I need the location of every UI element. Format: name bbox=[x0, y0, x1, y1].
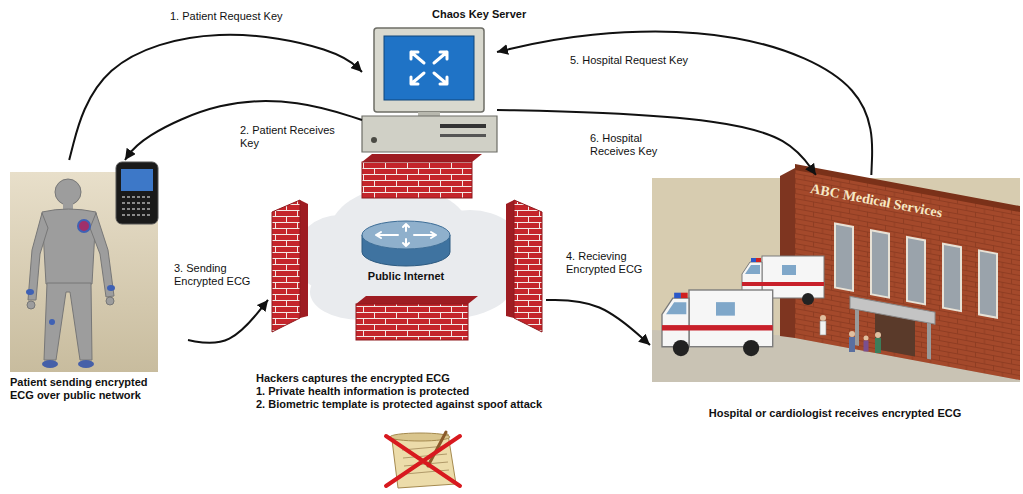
hospital-scene bbox=[652, 164, 1020, 382]
router-symbol bbox=[362, 221, 450, 266]
edge-label: 5. Hospital Request Key bbox=[568, 54, 690, 67]
node-label: Public Internet bbox=[268, 270, 544, 283]
server-node: Chaos Key Server bbox=[362, 28, 497, 152]
arrow-connector bbox=[546, 300, 650, 345]
hospital-node: ABC Medical ServicesHospital or cardiolo… bbox=[650, 175, 1022, 427]
arrow-connector bbox=[497, 110, 816, 175]
note-block: Hackers captures the encrypted ECG1. Pri… bbox=[256, 372, 546, 411]
edge-label: 6. Hospital Receives Key bbox=[588, 132, 674, 158]
arrow-connector bbox=[188, 300, 268, 343]
note-text: 1. Private health information is protect… bbox=[256, 385, 546, 398]
note-text: Hackers captures the encrypted ECG bbox=[256, 372, 546, 385]
note-text: 2. Biometric template is protected again… bbox=[256, 398, 546, 411]
people bbox=[820, 315, 881, 353]
edge-label: 4. Recieving Encrypted ECG bbox=[564, 250, 652, 276]
patient-figure bbox=[10, 162, 158, 372]
edge-label: 1. Patient Request Key bbox=[168, 10, 285, 23]
internet-node: Public Internet bbox=[268, 150, 546, 342]
sign-text: ABC Medical Services bbox=[809, 181, 943, 221]
arrow-connector bbox=[69, 35, 362, 160]
internet-cloud bbox=[295, 187, 525, 322]
arrow-connector bbox=[125, 101, 362, 160]
node-caption: Patient sending encrypted ECG over publi… bbox=[10, 376, 166, 402]
arrow-connector bbox=[497, 32, 872, 175]
patient-node: Patient sending encrypted ECG over publi… bbox=[8, 160, 188, 406]
firewall-walls bbox=[272, 154, 542, 340]
edge-label: 2. Patient Receives Key bbox=[238, 124, 346, 150]
server-computer bbox=[362, 28, 497, 152]
node-caption: Hospital or cardiologist receives encryp… bbox=[650, 407, 1020, 420]
crossed-document bbox=[386, 432, 460, 488]
edge-label: 3. Sending Encrypted ECG bbox=[172, 262, 260, 288]
node-heading: Chaos Key Server bbox=[432, 8, 526, 21]
